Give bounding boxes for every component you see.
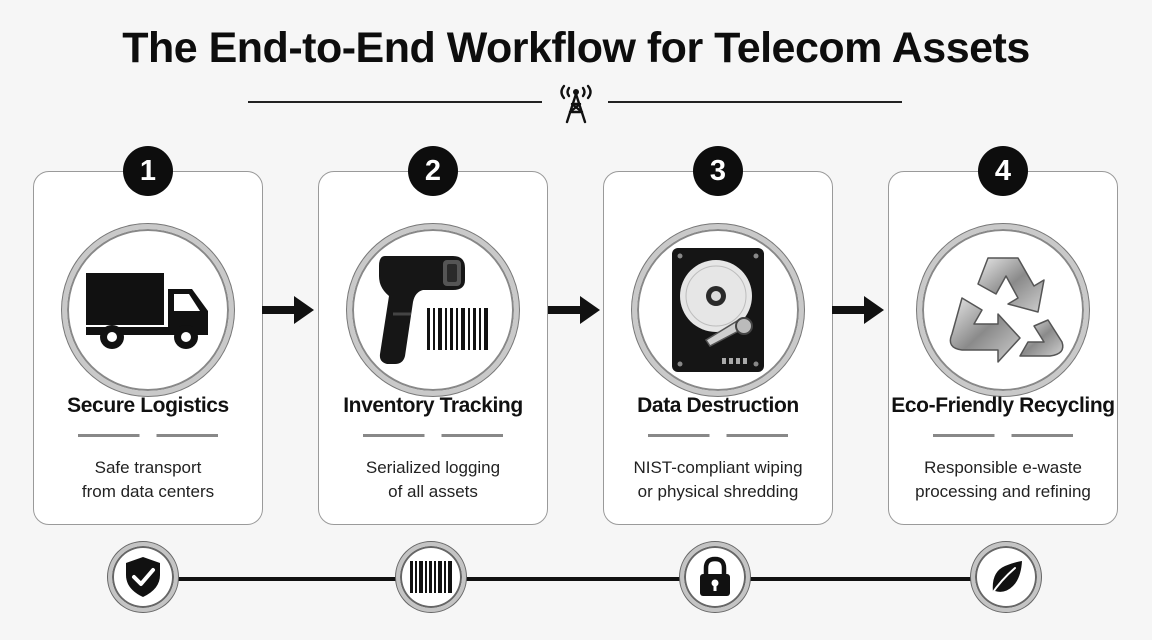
step-icon-ring (632, 224, 804, 396)
timeline-node-1 (108, 542, 178, 612)
arrow-right-icon (548, 296, 600, 324)
step-icon-ring (347, 224, 519, 396)
step-card-2: Inventory Tracking Serialized logging of… (318, 171, 548, 525)
timeline-node-4 (971, 542, 1041, 612)
step-divider (78, 434, 218, 437)
title-rule-left (248, 101, 542, 103)
step-title: Inventory Tracking (343, 394, 523, 417)
step-card-1: Secure Logistics Safe transport from dat… (33, 171, 263, 525)
step-card-3: Data Destruction NIST-compliant wiping o… (603, 171, 833, 525)
step-number-badge-2: 2 (408, 146, 458, 196)
step-number-badge-1: 1 (123, 146, 173, 196)
timeline-line (134, 577, 1010, 581)
step-description: Serialized logging of all assets (319, 456, 547, 504)
leaf-icon (990, 561, 1022, 596)
step-divider (933, 434, 1073, 437)
step-title: Data Destruction (637, 394, 799, 417)
step-description: NIST-compliant wiping or physical shredd… (604, 456, 832, 504)
step-desc-line: or physical shredding (637, 482, 799, 501)
step-desc-line: Responsible e-waste (924, 458, 1082, 477)
timeline-node-3 (680, 542, 750, 612)
arrow-right-icon (262, 296, 314, 324)
step-desc-line: processing and refining (915, 482, 1091, 501)
step-desc-line: Safe transport (94, 458, 202, 477)
hard-drive-icon (672, 248, 764, 372)
barcode-icon (410, 561, 452, 593)
step-desc-line: from data centers (81, 482, 215, 501)
barcode-scanner-icon (379, 256, 488, 364)
step-icon-ring (917, 224, 1089, 396)
truck-icon (86, 273, 208, 349)
title-rule-right (608, 101, 902, 103)
step-card-4: Eco-Friendly Recycling Responsible e-was… (888, 171, 1118, 525)
page-title: The End-to-End Workflow for Telecom Asse… (122, 24, 1030, 72)
step-description: Responsible e-waste processing and refin… (889, 456, 1117, 504)
shield-check-icon (126, 557, 160, 597)
step-number-badge-3: 3 (693, 146, 743, 196)
step-desc-line: NIST-compliant wiping (633, 458, 803, 477)
step-desc-line: of all assets (388, 482, 478, 501)
padlock-icon (700, 556, 730, 596)
step-divider (363, 434, 503, 437)
step-title: Secure Logistics (67, 394, 229, 417)
step-number-badge-4: 4 (978, 146, 1028, 196)
recycle-icon (949, 257, 1064, 363)
cell-tower-icon (560, 84, 592, 124)
arrow-right-icon (832, 296, 884, 324)
step-desc-line: Serialized logging (365, 458, 501, 477)
step-description: Safe transport from data centers (34, 456, 262, 504)
step-icon-ring (62, 224, 234, 396)
step-divider (648, 434, 788, 437)
step-title: Eco-Friendly Recycling (891, 394, 1115, 417)
timeline-node-2 (396, 542, 466, 612)
